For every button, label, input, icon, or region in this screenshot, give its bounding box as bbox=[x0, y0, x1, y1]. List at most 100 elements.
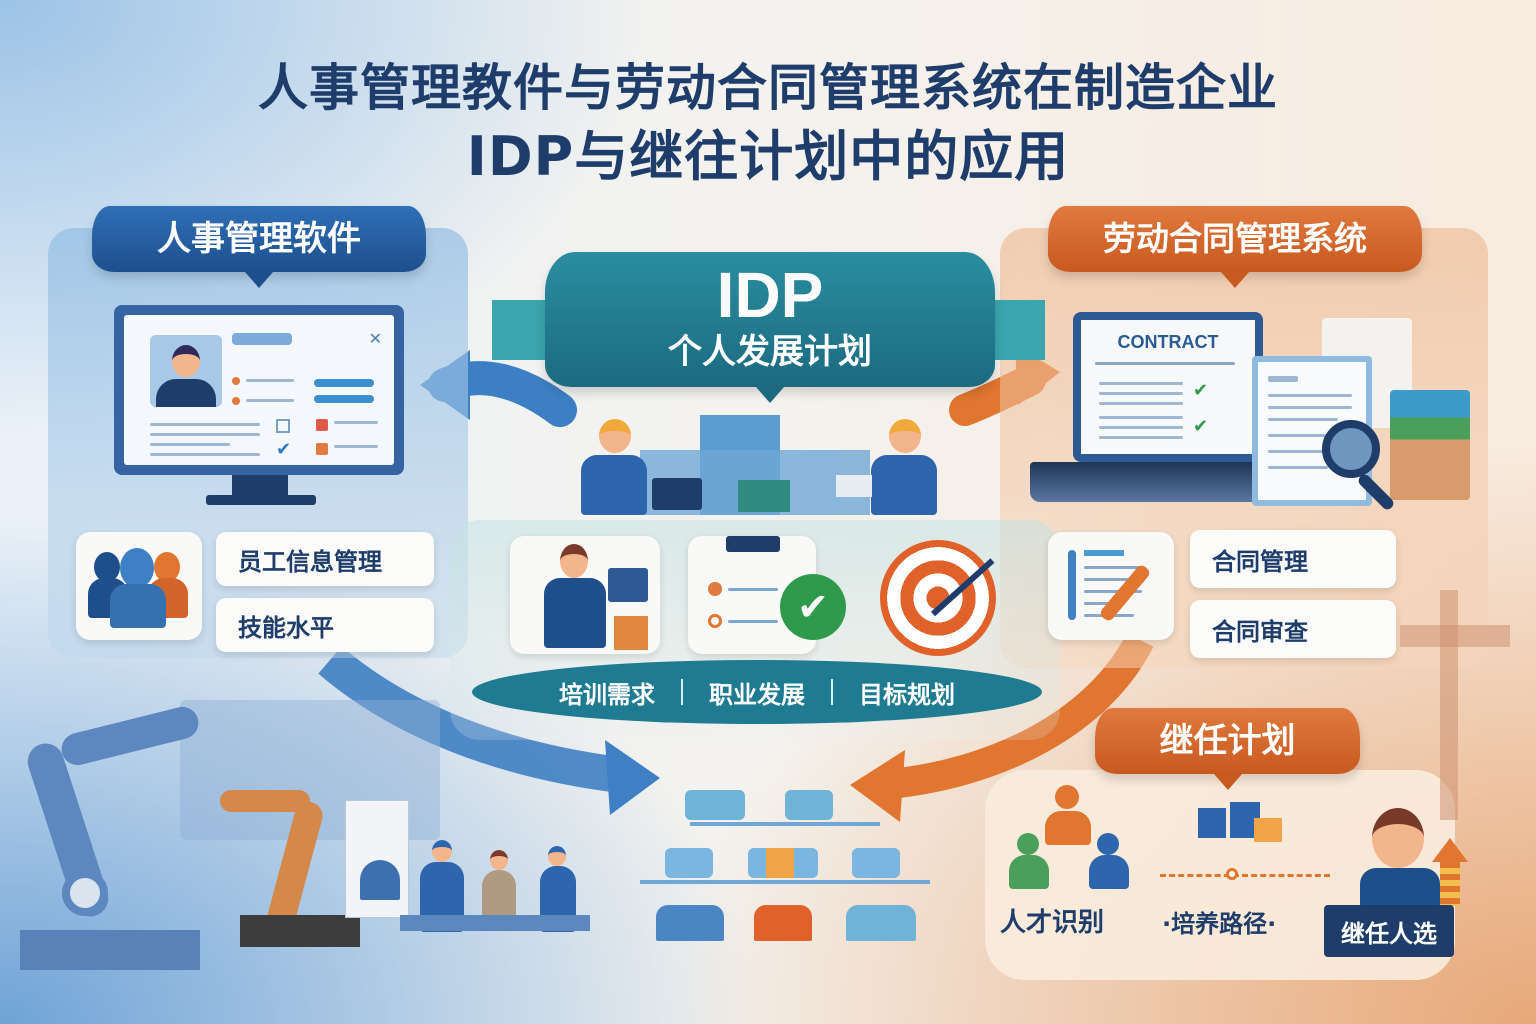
idp-banner: IDP 个人发展计划 bbox=[545, 252, 995, 403]
org-connector bbox=[690, 822, 880, 826]
idp-step-training-needs[interactable]: 培训需求 bbox=[559, 680, 655, 709]
text-line bbox=[1268, 406, 1352, 409]
pathway-block-icon bbox=[1198, 808, 1226, 838]
text-line bbox=[150, 433, 260, 436]
text-line bbox=[150, 443, 230, 446]
succession-item-successor-candidate[interactable]: 继任人选 bbox=[1324, 905, 1454, 957]
info-dot bbox=[232, 397, 240, 405]
text-line bbox=[1268, 450, 1352, 453]
monitor-screen: ✕ ✔ bbox=[124, 315, 394, 465]
checkbox-icon bbox=[276, 419, 290, 433]
idp-step-goal-planning[interactable]: 目标规划 bbox=[859, 680, 955, 709]
arrow-head-center-blue bbox=[605, 740, 660, 815]
factory-kiosk bbox=[345, 800, 409, 918]
worker-right bbox=[865, 405, 945, 515]
employee-avatar bbox=[150, 335, 222, 407]
contract-document: CONTRACT ✔ ✔ bbox=[1081, 320, 1255, 454]
worker-laptop bbox=[652, 478, 702, 510]
org-person bbox=[846, 905, 916, 941]
succession-item-development-path[interactable]: ·培养路径· bbox=[1162, 904, 1276, 939]
org-node-mid bbox=[665, 848, 713, 878]
checkmark-icon: ✔ bbox=[1193, 380, 1209, 401]
kiosk-person-icon bbox=[360, 860, 400, 900]
monitor-base bbox=[206, 495, 316, 505]
worker-left bbox=[575, 405, 655, 515]
laptop-keyboard bbox=[1030, 462, 1290, 502]
robot-joint bbox=[62, 870, 108, 916]
idp-steps-bar: 培训需求 职业发展 目标规划 bbox=[472, 660, 1042, 724]
succession-item-talent-identification[interactable]: 人才识别 bbox=[1000, 908, 1105, 938]
text-line bbox=[1099, 436, 1183, 439]
idp-title: IDP bbox=[716, 259, 824, 331]
org-node-top bbox=[685, 790, 745, 820]
org-connector bbox=[640, 880, 930, 884]
info-line bbox=[246, 399, 294, 402]
crane-tower bbox=[1440, 590, 1458, 820]
text-line bbox=[150, 453, 260, 456]
info-line bbox=[246, 379, 294, 382]
contract-system-banner: 劳动合同管理系统 bbox=[1048, 206, 1422, 288]
contract-feature-review[interactable]: 合同审查 bbox=[1190, 600, 1396, 658]
checkmark-icon: ✔ bbox=[276, 439, 292, 460]
avatar-body bbox=[156, 379, 216, 407]
text-line bbox=[150, 423, 260, 426]
monitor-stand bbox=[232, 475, 288, 497]
growth-arrow-icon bbox=[1432, 838, 1468, 862]
close-icon: ✕ bbox=[368, 329, 382, 348]
growth-arrow-shaft bbox=[1440, 862, 1460, 906]
employee-profile-monitor: ✕ ✔ bbox=[114, 305, 404, 475]
text-line bbox=[1268, 376, 1298, 382]
info-dot bbox=[232, 377, 240, 385]
document-pen-icon bbox=[1048, 532, 1174, 640]
text-line bbox=[1268, 434, 1328, 437]
bullet: · bbox=[1162, 910, 1172, 938]
development-path-text: 培养路径 bbox=[1171, 910, 1268, 938]
contract-feature-management[interactable]: 合同管理 bbox=[1190, 530, 1396, 588]
succession-banner: 继任计划 bbox=[1095, 708, 1360, 790]
profile-name-bar bbox=[232, 333, 292, 345]
text-line bbox=[1268, 466, 1328, 469]
arrow-hr-to-succession bbox=[318, 646, 623, 793]
page-title-line-1: 人事管理教件与劳动合同管理系统在制造企业 bbox=[258, 59, 1278, 117]
magnifier-icon bbox=[1322, 420, 1380, 478]
org-person bbox=[656, 905, 724, 941]
target-icon bbox=[880, 540, 996, 656]
file-boxes bbox=[1390, 390, 1470, 500]
talent-identification-icon bbox=[1005, 785, 1129, 895]
progress-pill bbox=[314, 379, 374, 387]
text-line bbox=[1268, 394, 1352, 397]
text-line bbox=[1268, 418, 1338, 421]
text-line bbox=[1099, 392, 1183, 395]
flag-icon bbox=[316, 419, 328, 431]
contract-laptop: CONTRACT ✔ ✔ bbox=[1073, 312, 1263, 462]
presenter-icon bbox=[510, 536, 660, 654]
checkmark-icon: ✔ bbox=[1193, 416, 1209, 437]
pathway-line bbox=[1160, 874, 1330, 877]
org-node-mid bbox=[852, 848, 900, 878]
bullet: · bbox=[1267, 910, 1277, 938]
team-group-icon bbox=[76, 532, 202, 640]
worker-clipboard bbox=[836, 475, 872, 497]
hr-feature-employee-info[interactable]: 员工信息管理 bbox=[216, 532, 434, 586]
text-line bbox=[334, 421, 378, 424]
factory-screen bbox=[738, 480, 790, 512]
arrow-head-center-orange bbox=[850, 750, 905, 822]
text-line bbox=[1099, 402, 1183, 405]
text-line bbox=[1099, 416, 1183, 419]
crane-arm bbox=[1400, 625, 1510, 647]
robot-orange-base bbox=[240, 915, 360, 947]
page-title-line-2: IDP与继往计划中的应用 bbox=[466, 125, 1070, 188]
text-line bbox=[1099, 426, 1183, 429]
successor-avatar bbox=[1360, 808, 1440, 908]
hr-feature-skill-level[interactable]: 技能水平 bbox=[216, 598, 434, 652]
speech-bubble-icon bbox=[1254, 818, 1282, 842]
contract-heading: CONTRACT bbox=[1117, 332, 1219, 352]
flag-icon bbox=[316, 443, 328, 455]
idp-subtitle: 个人发展计划 bbox=[668, 332, 872, 372]
robot-base bbox=[20, 930, 200, 970]
org-node-top bbox=[785, 790, 833, 820]
robot-arm-orange-upper bbox=[220, 790, 310, 812]
workbench bbox=[400, 915, 590, 931]
org-person-highlight bbox=[754, 905, 812, 941]
idp-step-career-development[interactable]: 职业发展 bbox=[709, 680, 805, 709]
